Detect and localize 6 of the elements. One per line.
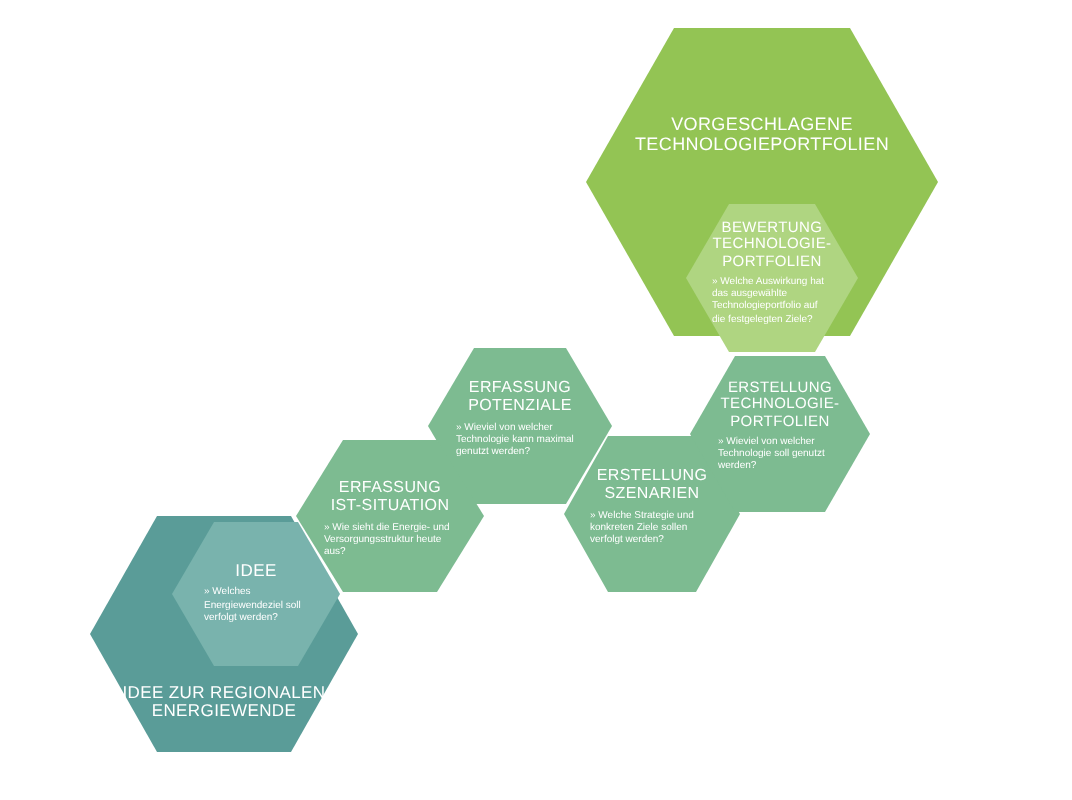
step-heading: IDEE ZUR REGIONALEN ENERGIEWENDE [120,684,328,722]
step-heading: ERFASSUNG IST-SITUATION [328,480,452,516]
step-heading: ERSTELLUNG SZENARIEN [594,468,710,504]
step-heading: VORGESCHLAGENE TECHNOLOGIEPORTFOLIEN [632,116,892,156]
step-heading: ERFASSUNG POTENZIALE [466,380,574,416]
step-heading: IDEE [235,562,277,581]
